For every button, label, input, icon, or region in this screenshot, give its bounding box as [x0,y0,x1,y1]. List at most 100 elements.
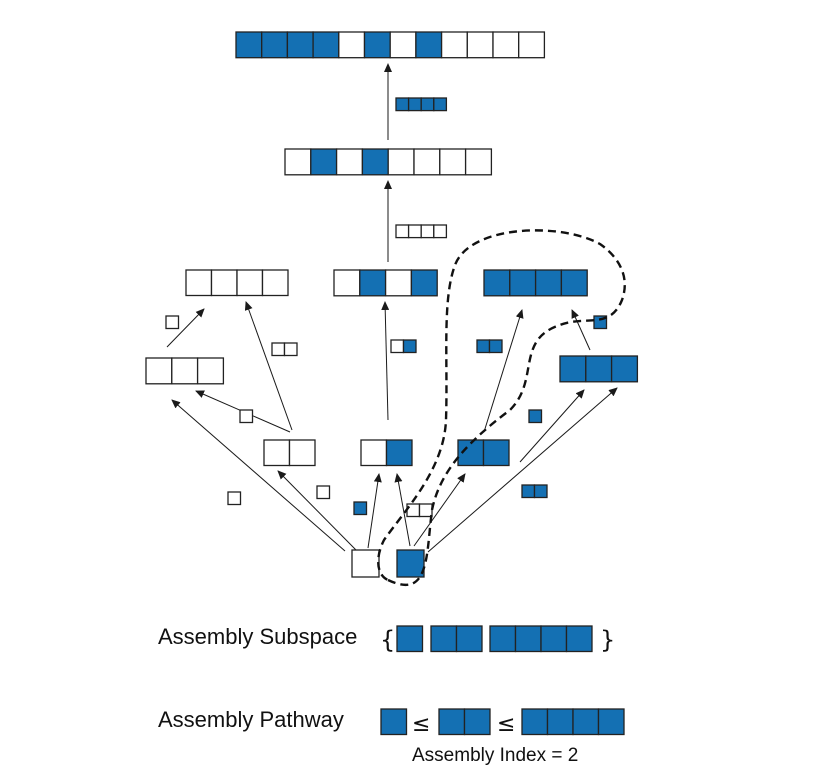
string-8-cell-7 [464,148,493,176]
subspace-item-1 [396,625,424,653]
string-4-white [185,269,289,297]
target-string-12-cell-11 [518,31,546,59]
string-3-white-cell-2 [196,357,225,385]
string-4-white-cell-3 [261,269,289,297]
join-piece-blue-4-cell-1 [407,97,422,112]
string-3-white-cell-1 [171,357,199,385]
string-2-mixed-cell-0 [360,439,388,467]
legend: {}≤≤ [380,625,625,737]
assembly-index-label: Assembly Index = 2 [412,745,579,766]
assembly-subspace-label: Assembly Subspace [158,624,358,649]
helper-piece-4-cell-0 [239,409,254,424]
pathway-item-4-cell-0 [521,708,549,736]
helper-piece-2 [390,339,417,354]
string-4-mixed-cell-1 [359,269,387,297]
target-string-12-cell-3 [312,31,340,59]
arrow-3b-to-4b [571,309,591,351]
subspace-close-brace: } [600,626,615,654]
target-string-12-cell-8 [440,31,468,59]
subspace-item-4-cell-2 [540,625,568,653]
helper-piece-10-cell-0 [521,484,536,499]
assembly-arrows [166,63,618,553]
target-string-12-cell-2 [286,31,314,59]
assembly-blocks [145,31,639,578]
subspace-item-4 [489,625,593,653]
pathway-item-2-cell-0 [438,708,466,736]
string-8-cell-4 [387,148,415,176]
join-piece-white-4-cell-0 [395,224,410,239]
subspace-item-4-cell-1 [514,625,542,653]
helper-piece-1 [271,342,298,357]
helper-piece-3 [476,339,503,354]
arrow-1w-to-3w [171,399,346,552]
string-2-mixed [360,439,413,467]
string-2-blue-cell-0 [457,439,485,467]
helper-piece-10 [521,484,548,499]
subspace-item-4-cell-0 [489,625,517,653]
string-4-mixed-cell-2 [384,269,413,297]
string-4-white-cell-2 [236,269,264,297]
string-4-mixed-cell-3 [410,269,438,297]
pathway-item-4-cell-3 [597,708,625,736]
helper-piece-1-cell-0 [271,342,286,357]
string-2-blue-cell-1 [482,439,510,467]
arrow-2w-to-4w [244,301,293,431]
unit-blue [396,549,425,578]
string-3-blue-cell-1 [585,355,613,383]
target-string-12-cell-5 [363,31,391,59]
string-8 [284,148,493,176]
target-string-12-cell-9 [466,31,494,59]
arrow-2b-to-3b [519,389,585,463]
string-2-white [263,439,316,467]
helper-piece-0 [165,315,180,330]
helper-piece-7-cell-0 [316,485,331,500]
helper-piece-0-cell-0 [165,315,180,330]
string-3-blue-cell-2 [610,355,639,383]
string-4-blue-cell-0 [483,269,511,297]
helper-piece-8-cell-0 [227,491,242,506]
string-8-cell-0 [284,148,312,176]
pathway-leq-2: ≤ [497,712,515,737]
subspace-item-2-cell-1 [455,625,483,653]
arrow-1b-to-2m [394,473,411,547]
arrow-1b-to-3b [427,387,618,553]
helper-piece-6-cell-0 [528,409,543,424]
string-3-white [145,357,225,385]
string-3-blue [559,355,639,383]
pathway-item-1-cell-0 [380,708,408,736]
string-4-mixed-cell-0 [333,269,361,297]
pathway-item-2-cell-1 [463,708,491,736]
target-string-12 [235,31,546,59]
target-string-12-cell-0 [235,31,263,59]
helper-piece-2-cell-0 [390,339,405,354]
string-4-white-cell-0 [185,269,213,297]
helper-piece-3-cell-1 [488,339,503,354]
arrow-3w-to-4w [166,308,205,348]
helper-piece-3-cell-0 [476,339,491,354]
join-piece-white-4 [395,224,448,239]
string-2-white-cell-1 [288,439,316,467]
helper-piece-4 [239,409,254,424]
helper-piece-6 [528,409,543,424]
string-8-cell-5 [413,148,441,176]
pathway-item-4-cell-1 [546,708,574,736]
string-2-blue [457,439,510,467]
assembly-subspace-outline [377,229,626,587]
pathway-item-1 [380,708,408,736]
pathway-item-4-cell-2 [572,708,600,736]
string-3-white-cell-0 [145,357,173,385]
string-3-blue-cell-0 [559,355,587,383]
arrow-1w-to-2w [277,470,357,551]
target-string-12-cell-7 [415,31,443,59]
join-piece-blue-4-cell-0 [395,97,410,112]
arrow-2m-to-4m [381,301,390,421]
subspace-item-1-cell-0 [396,625,424,653]
pathway-item-2 [438,708,491,736]
helper-piece-2-cell-1 [402,339,417,354]
subspace-item-4-cell-3 [565,625,593,653]
assembly-pathway-label: Assembly Pathway [158,707,344,732]
unit-white [351,549,380,578]
helper-piece-9-cell-0 [353,501,368,516]
join-piece-blue-4 [395,97,448,112]
